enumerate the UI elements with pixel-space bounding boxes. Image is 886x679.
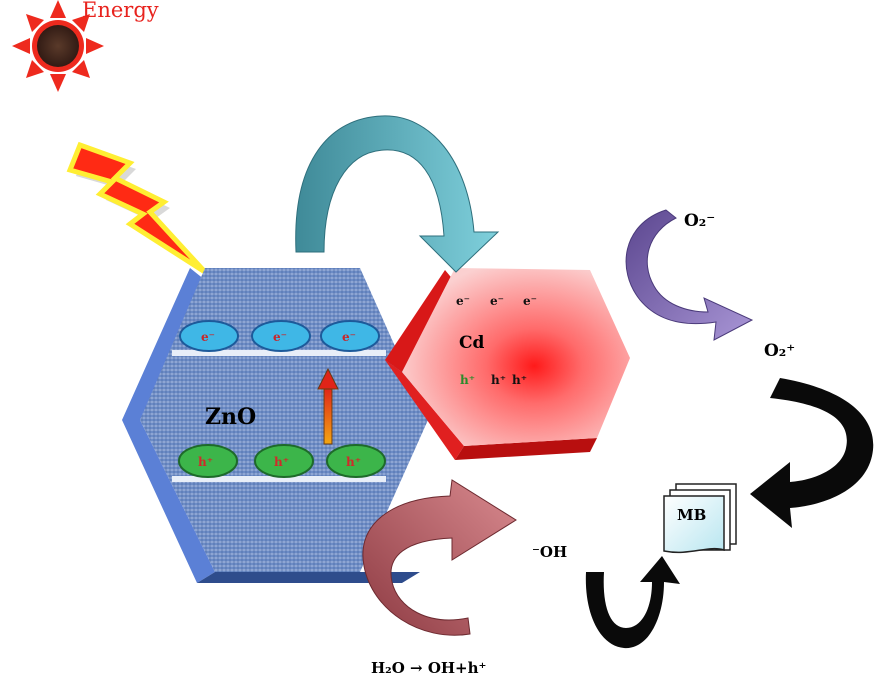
electron-label: e⁻ <box>201 330 215 344</box>
electron-label: e⁻ <box>490 294 504 308</box>
cd-holes: h⁺ h⁺ h⁺ <box>460 373 527 387</box>
valence-band <box>172 476 386 482</box>
electron-label: e⁻ <box>342 330 356 344</box>
hydroxyl-label: ⁻OH <box>532 543 567 561</box>
excitation-arrow <box>317 367 339 445</box>
hole-label: h⁺ <box>491 373 506 387</box>
lightning-bolt-icon <box>66 141 211 278</box>
cd-label: Cd <box>459 333 485 353</box>
hole-label: h⁺ <box>512 373 527 387</box>
electron-label: e⁻ <box>523 294 537 308</box>
hole-label: h⁺ <box>198 455 213 469</box>
water-reaction-label: H₂O → OH+h⁺ <box>371 659 486 677</box>
electron-marker: e⁻ <box>251 320 311 352</box>
o2-minus-label: O₂⁻ <box>684 211 715 231</box>
hole-label: h⁺ <box>460 373 475 387</box>
electron-transfer-arrow <box>295 115 500 273</box>
hole-marker: h⁺ <box>178 444 238 478</box>
o2-plus-label: O₂⁺ <box>764 341 795 361</box>
degradation-arrow-bottom <box>585 556 680 649</box>
zno-label: ZnO <box>205 404 256 430</box>
mb-label: MB <box>677 506 706 524</box>
conduction-band <box>172 350 386 356</box>
electron-marker: e⁻ <box>320 320 380 352</box>
hole-label: h⁺ <box>274 455 289 469</box>
zno-holes: h⁺ h⁺ h⁺ <box>178 444 386 478</box>
sun-icon <box>12 0 104 92</box>
oxygen-reduction-arrow <box>625 209 754 341</box>
electron-label: e⁻ <box>273 330 287 344</box>
cd-electrons: e⁻ e⁻ e⁻ <box>456 294 537 308</box>
electron-marker: e⁻ <box>179 320 239 352</box>
electron-label: e⁻ <box>456 294 470 308</box>
hole-marker: h⁺ <box>326 444 386 478</box>
hole-label: h⁺ <box>346 455 361 469</box>
energy-label: Energy <box>82 0 159 22</box>
degradation-arrow-right <box>750 378 874 528</box>
hole-marker: h⁺ <box>254 444 314 478</box>
cd-hexagon <box>385 268 630 460</box>
zno-electrons: e⁻ e⁻ e⁻ <box>179 320 380 352</box>
hydroxyl-formation-arrow <box>362 479 517 636</box>
mb-document-icon <box>663 483 737 554</box>
